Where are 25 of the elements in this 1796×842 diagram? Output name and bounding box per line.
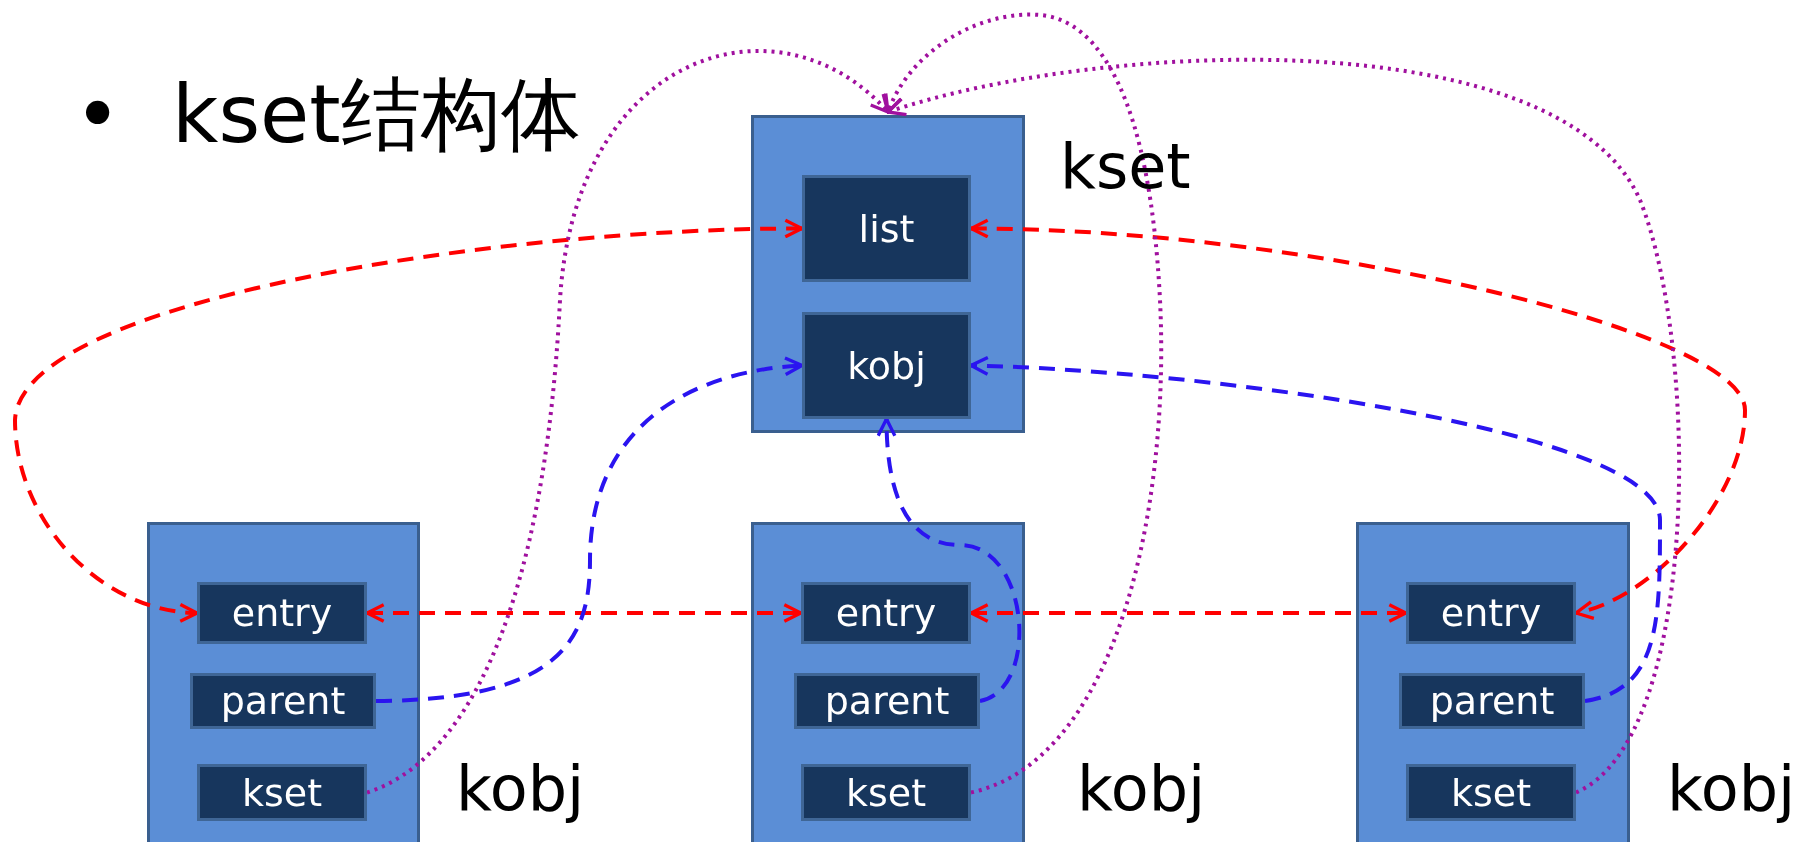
arrow <box>885 12 1164 795</box>
field-box: kobj <box>802 312 971 419</box>
field-box: parent <box>794 673 980 729</box>
struct-label: kset <box>1060 130 1191 203</box>
struct-label: kobj <box>1667 752 1796 825</box>
arrow <box>13 218 804 622</box>
struct-label: kobj <box>1077 752 1206 825</box>
field-box: entry <box>801 582 971 644</box>
field-box: entry <box>197 582 367 644</box>
arrow <box>876 417 1022 703</box>
arrow <box>969 603 1408 623</box>
field-box: kset <box>801 764 971 821</box>
field-box: entry <box>1406 582 1576 644</box>
arrow <box>886 57 1681 795</box>
field-box: parent <box>1399 673 1585 729</box>
arrow <box>969 356 1662 703</box>
field-box: parent <box>190 673 376 729</box>
arrow <box>969 218 1747 619</box>
arrow <box>365 603 803 623</box>
title: • kset结构体 <box>74 67 581 163</box>
field-box: kset <box>1406 764 1576 821</box>
field-box: list <box>802 175 971 282</box>
arrow <box>375 356 804 703</box>
struct-label: kobj <box>456 752 585 825</box>
field-box: kset <box>197 764 367 821</box>
